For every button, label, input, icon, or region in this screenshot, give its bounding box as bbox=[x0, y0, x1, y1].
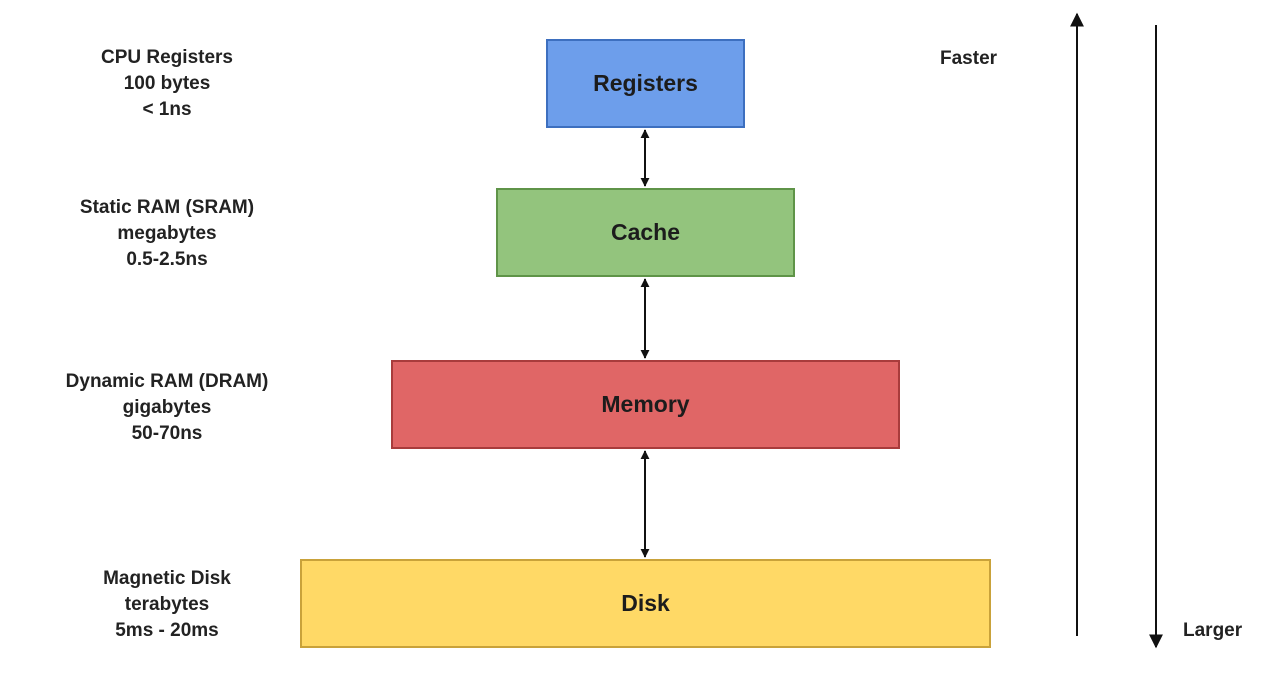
cache-box: Cache bbox=[496, 188, 795, 277]
memory-box: Memory bbox=[391, 360, 900, 449]
disk-latency: 5ms - 20ms bbox=[115, 620, 219, 641]
memory-box-label: Memory bbox=[601, 391, 690, 417]
registers-box: Registers bbox=[546, 39, 745, 128]
disk-description: Magnetic Disk terabytes 5ms - 20ms bbox=[60, 566, 274, 644]
memory-latency: 50-70ns bbox=[131, 423, 203, 444]
registers-description: CPU Registers 100 bytes < 1ns bbox=[60, 45, 274, 123]
disk-type: Magnetic Disk bbox=[103, 568, 231, 589]
larger-label: Larger bbox=[1183, 620, 1243, 641]
cache-box-label: Cache bbox=[610, 219, 681, 245]
cache-latency: 0.5-2.5ns bbox=[126, 249, 208, 270]
cache-type: Static RAM (SRAM) bbox=[79, 197, 255, 218]
memory-type: Dynamic RAM (DRAM) bbox=[65, 371, 269, 392]
registers-size: 100 bytes bbox=[123, 73, 211, 94]
memory-description: Dynamic RAM (DRAM) gigabytes 50-70ns bbox=[30, 369, 304, 447]
registers-latency: < 1ns bbox=[142, 99, 192, 120]
registers-type: CPU Registers bbox=[101, 47, 233, 68]
cache-description: Static RAM (SRAM) megabytes 0.5-2.5ns bbox=[40, 195, 294, 273]
faster-label: Faster bbox=[940, 48, 998, 69]
disk-size: terabytes bbox=[124, 594, 210, 615]
disk-box-label: Disk bbox=[621, 590, 670, 616]
memory-size: gigabytes bbox=[122, 397, 212, 418]
registers-box-label: Registers bbox=[593, 70, 698, 96]
disk-box: Disk bbox=[300, 559, 991, 648]
cache-size: megabytes bbox=[117, 223, 217, 244]
